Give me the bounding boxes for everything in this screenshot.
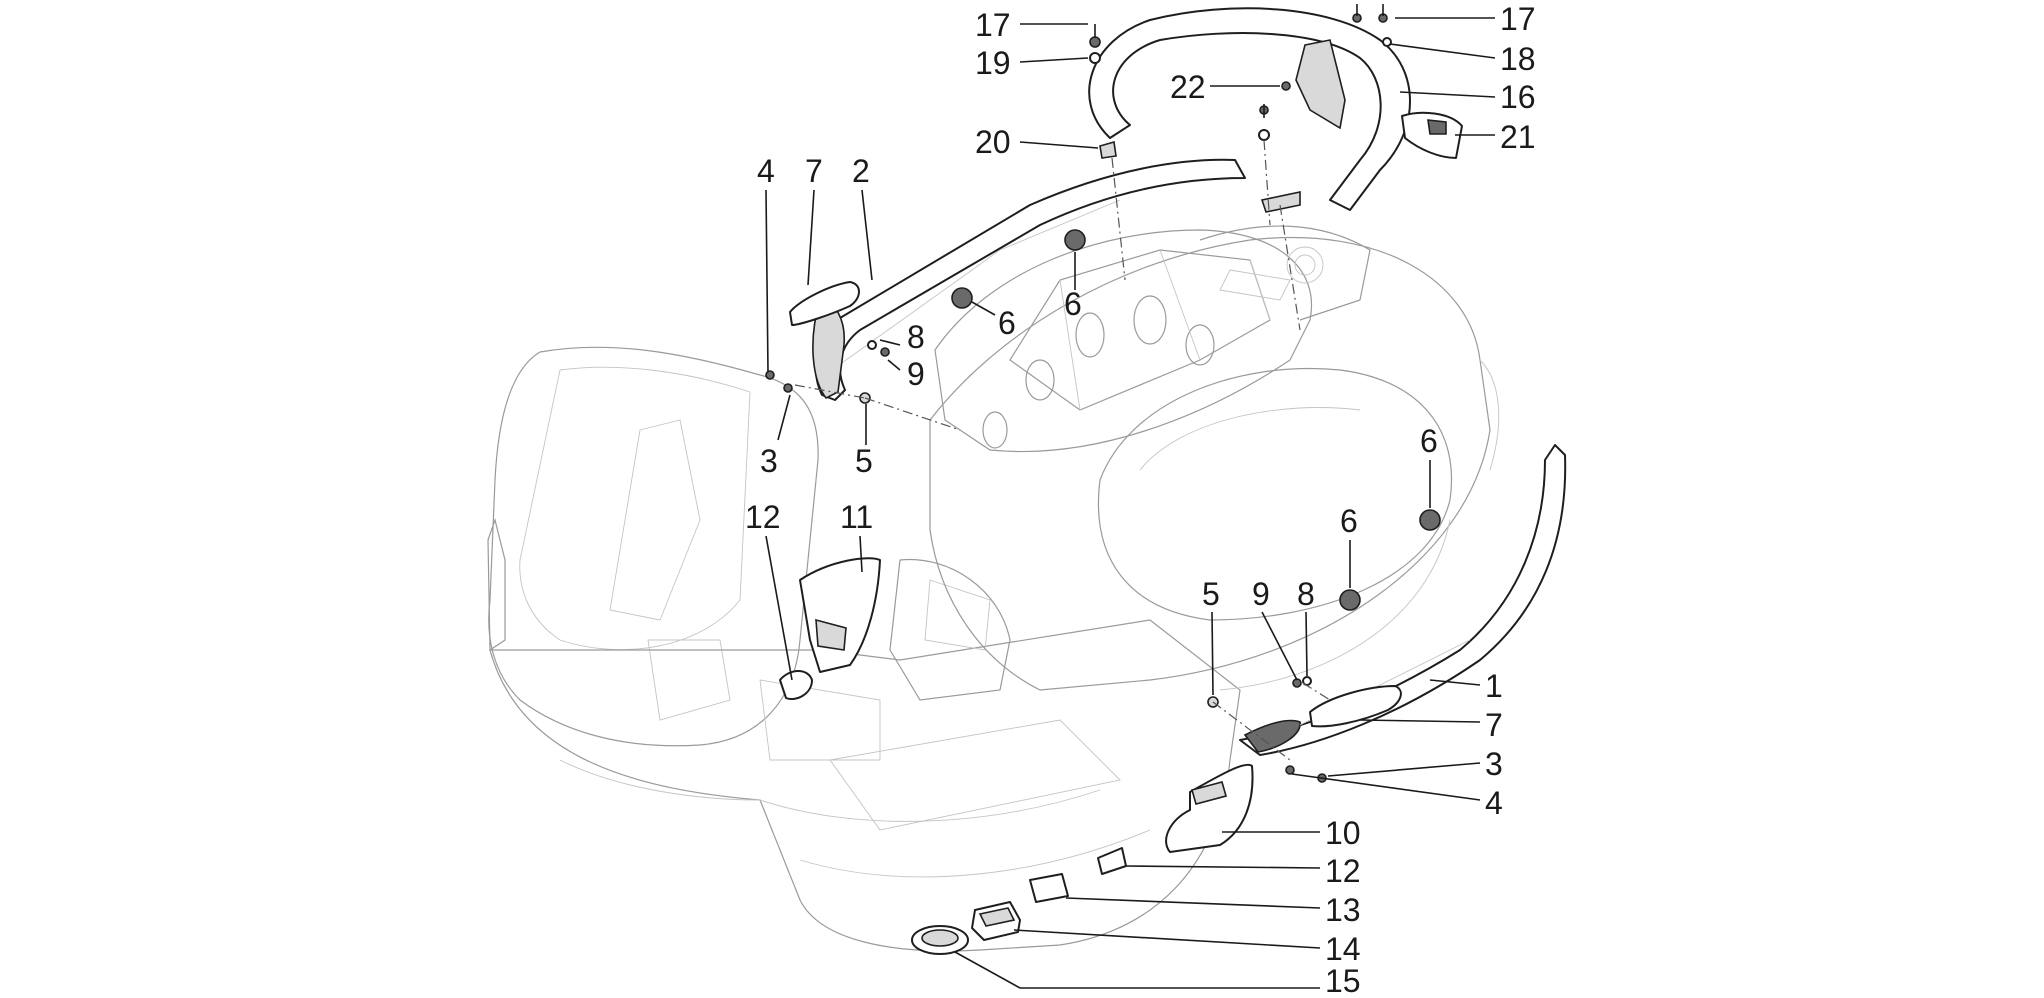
part-2-left-side-trim [814,158,1246,401]
part-21-handle-cap [1401,111,1463,159]
part-12-left-grommet [779,670,813,700]
part-20-clip [1099,140,1117,159]
callout-5-right: 5 [1202,576,1220,612]
part-7-right-badge [1309,685,1402,728]
fasteners [765,4,1392,783]
callout-3-right: 3 [1485,746,1503,782]
callout-15: 15 [1325,963,1361,998]
callout-7-left: 7 [805,153,823,189]
callout-8-right: 8 [1297,576,1315,612]
callout-13: 13 [1325,892,1361,928]
part-12-right-plate [1097,847,1127,875]
callout-9-left: 9 [907,356,925,392]
part-6-buffer-d [1419,509,1441,531]
callout-17-left: 17 [975,7,1011,43]
callout-5-left: 5 [855,443,873,479]
callout-4-left: 4 [757,153,775,189]
part-16-bracket [1295,39,1346,130]
callout-6-a: 6 [998,305,1016,341]
part-10-right-inner-cover [1165,763,1254,853]
part-6-buffer-b [1064,229,1086,251]
callout-11: 11 [840,499,873,535]
callout-8-left: 8 [907,319,925,355]
assembly-lines [794,139,1331,761]
callout-2: 2 [852,153,870,189]
callout-14: 14 [1325,931,1361,967]
part-7-left-badge [789,281,860,326]
callout-17-right: 17 [1500,1,1536,37]
callout-10: 10 [1325,815,1361,851]
callout-6-d: 6 [1420,423,1438,459]
callout-labels: 17 19 17 18 22 16 21 20 4 7 2 8 9 6 6 3 … [745,1,1536,998]
part-11-left-inner-cover [799,557,881,673]
callout-18: 18 [1500,41,1536,77]
callout-4-right: 4 [1485,785,1503,821]
callout-3-left: 3 [760,443,778,479]
parts [765,4,1567,955]
callout-1: 1 [1485,668,1503,704]
callout-leaders [765,17,1496,989]
part-6-buffer-a [951,287,973,309]
callout-19: 19 [975,45,1011,81]
part-16-rear-carrier [1088,7,1411,211]
callout-9-right: 9 [1252,576,1270,612]
callout-20: 20 [975,124,1011,160]
callout-12-left: 12 [745,499,781,535]
callout-22: 22 [1170,69,1206,105]
callout-6-b: 6 [1064,286,1082,322]
scooter-body-frame [487,225,1500,952]
callout-21: 21 [1500,119,1536,155]
callout-12-right: 12 [1325,853,1361,889]
part-6-buffer-c [1339,589,1361,611]
part-13-plug [1029,873,1069,903]
callout-16: 16 [1500,79,1536,115]
part-1-right-side-trim [1239,444,1567,756]
callout-6-c: 6 [1340,503,1358,539]
callout-7-right: 7 [1485,707,1503,743]
